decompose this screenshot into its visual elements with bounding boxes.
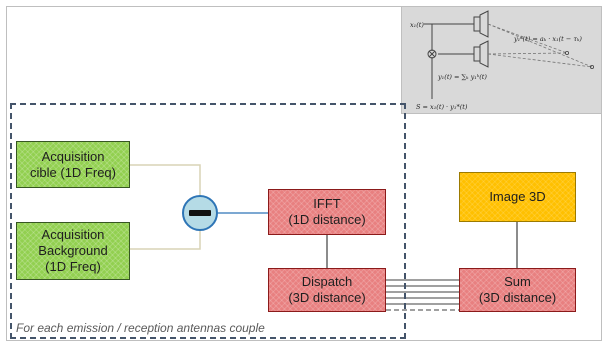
acquisition-background-line-2: Background (38, 243, 108, 258)
multiplier-icon (427, 49, 437, 59)
acquisition-cible-box: Acquisition cible (1D Freq) (16, 141, 130, 188)
minus-icon (189, 210, 211, 216)
per-antenna-couple-region (10, 103, 406, 339)
region-caption: For each emission / reception antennas c… (16, 321, 265, 335)
inset-signal-figure: x₁(t) y₁ᵏ(t) = aₖ · x₁(t − τₖ) y₁(t) = ∑… (401, 6, 602, 114)
ifft-line-1: IFFT (313, 196, 341, 211)
connector-cible-to-minus (130, 164, 201, 195)
inset-label-x1: x₁(t) (410, 21, 424, 29)
image-3d-box: Image 3D (459, 172, 576, 222)
target-point-icon (564, 51, 569, 56)
inset-label-result: S = x₁(t) · y₁*(t) (416, 103, 468, 111)
image-3d-label: Image 3D (489, 189, 546, 204)
acquisition-background-line-1: Acquisition (41, 227, 105, 242)
inset-label-yk: y₁ᵏ(t) = aₖ · x₁(t − τₖ) (513, 35, 582, 43)
inset-label-sum: y₁(t) = ∑ₖ y₁ᵏ(t) (437, 73, 487, 81)
acquisition-cible-line-1: Acquisition (41, 148, 105, 164)
ifft-box: IFFT (1D distance) (268, 189, 386, 235)
sum-line-1: Sum (504, 274, 531, 289)
acquisition-background-line-3: (1D Freq) (45, 259, 101, 274)
dispatch-sum-bus (386, 279, 460, 311)
connector-background-to-minus (130, 231, 201, 250)
sum-box: Sum (3D distance) (459, 268, 576, 312)
subtract-operator (182, 195, 218, 231)
dispatch-box: Dispatch (3D distance) (268, 268, 386, 312)
dispatch-line-1: Dispatch (301, 274, 353, 289)
sum-line-2: (3D distance) (478, 290, 557, 305)
acquisition-background-box: Acquisition Background (1D Freq) (16, 222, 130, 280)
target-point-icon (589, 65, 594, 70)
ifft-line-2: (1D distance) (288, 212, 366, 227)
dispatch-line-2: (3D distance) (288, 290, 366, 305)
inset-schematic: x₁(t) y₁ᵏ(t) = aₖ · x₁(t − τₖ) y₁(t) = ∑… (410, 10, 594, 111)
acquisition-cible-line-2: cible (1D Freq) (30, 164, 116, 180)
